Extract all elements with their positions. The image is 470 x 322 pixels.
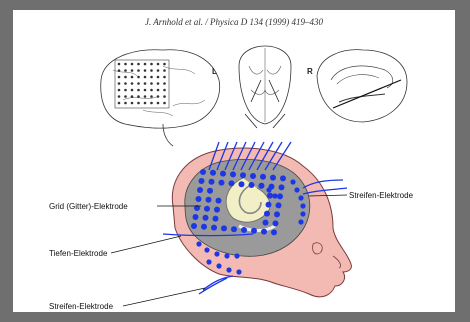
brain-medial-sketch (317, 50, 407, 122)
depth-electrode-label: Tiefen-Elektrode (49, 249, 107, 258)
right-marker: R (307, 67, 313, 76)
strip-electrode-label-right: Streifen-Elektrode (349, 191, 413, 200)
grid-electrode-sketch (115, 60, 169, 108)
head-illustration (172, 148, 351, 297)
strip-electrode-label-left: Streifen-Elektrode (49, 302, 113, 311)
brain-axial-sketch (239, 46, 291, 128)
document-page: J. Arnhold et al. / Physica D 134 (1999)… (13, 10, 455, 312)
left-marker: L (212, 67, 217, 76)
grid-electrode-label: Grid (Gitter)-Elektrode (49, 202, 128, 211)
figure-canvas (13, 10, 455, 312)
